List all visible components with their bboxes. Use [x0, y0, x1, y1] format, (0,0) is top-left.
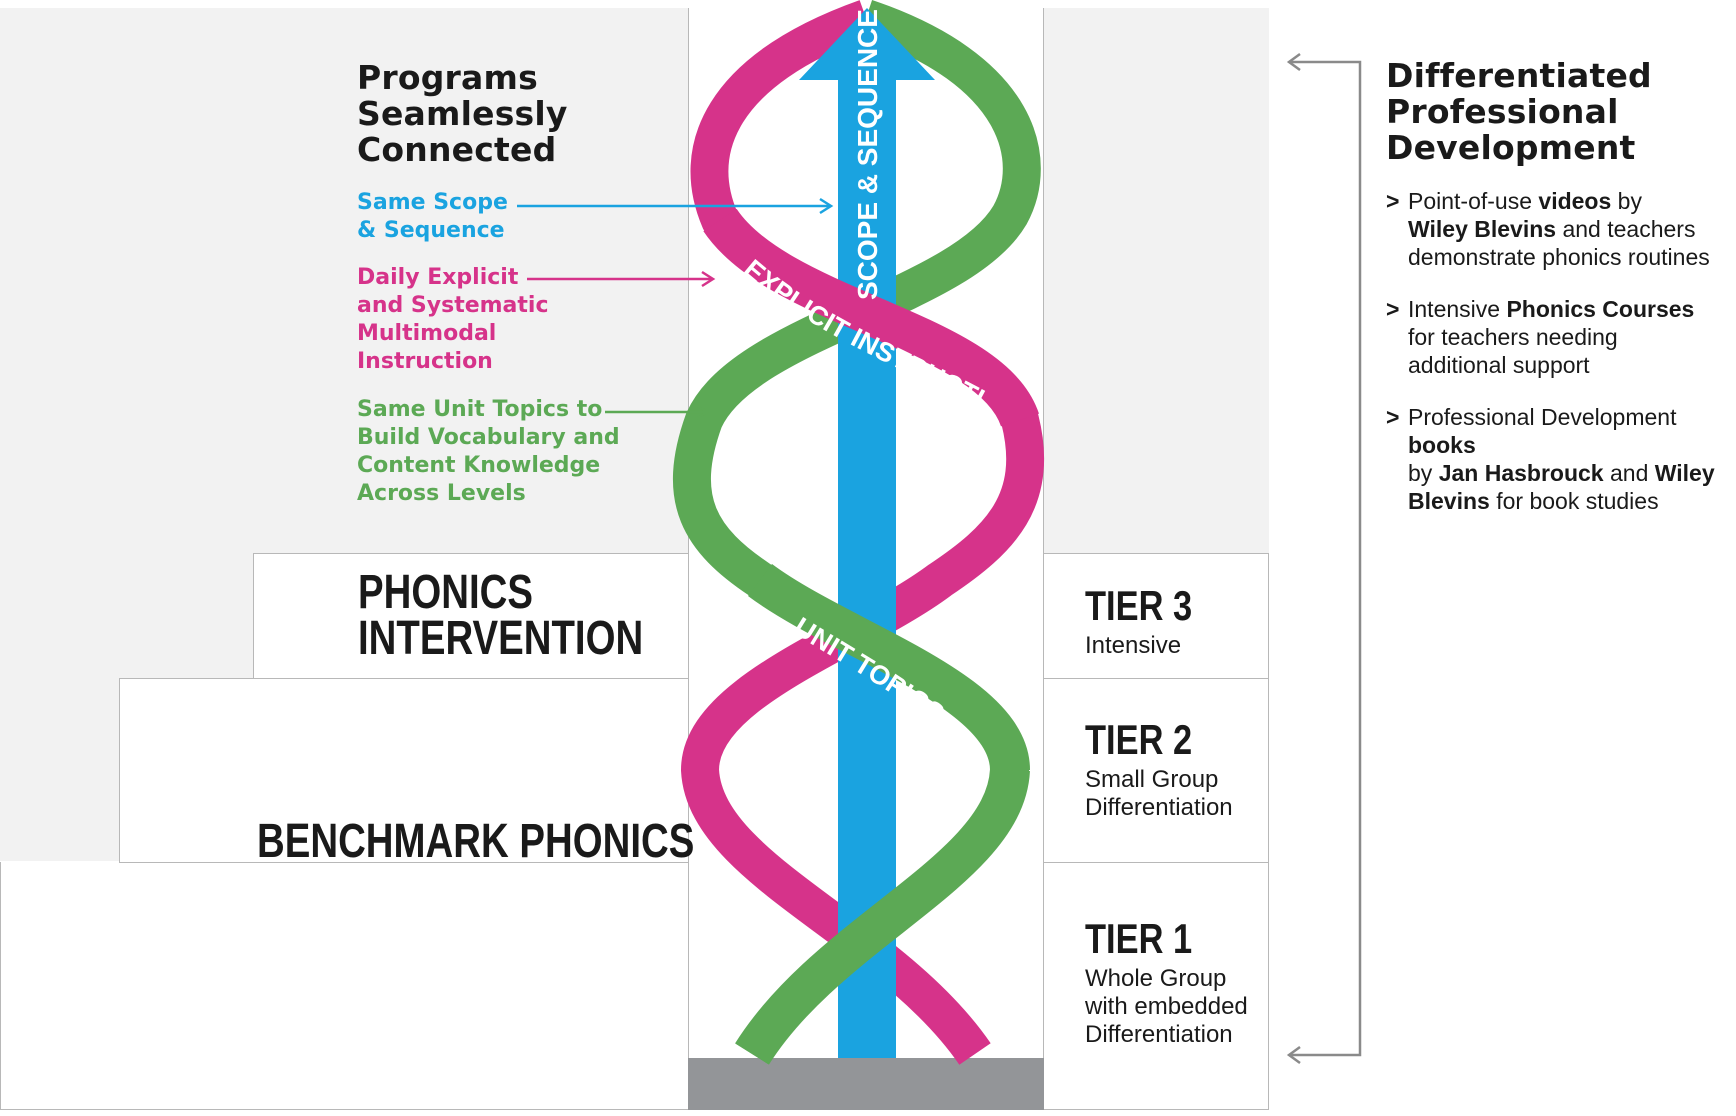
pd-text: additional support [1408, 352, 1590, 378]
tier-2-box [1043, 678, 1269, 863]
benchmark-seam-cover [1, 861, 119, 863]
pd-bullet-line: Professional Development books [1408, 403, 1731, 459]
tier-3-desc: Intensive [1085, 632, 1182, 659]
pd-bullet-line: by Jan Hasbrouck and Wiley [1408, 459, 1731, 487]
feature-explicit-instruction: Daily Explicit and Systematic Multimodal… [357, 265, 549, 374]
feature-scope-sequence: Same Scope & Sequence [357, 190, 508, 243]
scope-sequence-arrow [799, 8, 935, 1058]
pd-heading: Differentiated Professional Development [1386, 56, 1652, 167]
pink-strand-front-1 [703, 208, 1039, 428]
pd-bold-text: Wiley [1654, 460, 1715, 486]
pd-bullet-line: Wiley Blevins and teachers [1408, 215, 1731, 243]
green-strand-front-2 [735, 767, 1030, 1065]
tier-1-desc: Whole Group with embedded Differentiatio… [1085, 965, 1248, 1048]
benchmark-phonics-title: BENCHMARK PHONICS [257, 815, 695, 868]
pd-text: by [1408, 460, 1439, 486]
tier-2: TIER 2 Small Group Differentiation [1085, 716, 1265, 822]
pd-bullet-line: for teachers needing [1408, 323, 1731, 351]
tier-2-title: TIER 2 [1085, 716, 1193, 763]
pd-bullet-line: demonstrate phonics routines [1408, 243, 1731, 271]
pd-text: by [1611, 188, 1642, 214]
tier-3-title: TIER 3 [1085, 582, 1193, 629]
pd-text: for teachers needing [1408, 324, 1618, 350]
pd-text: for book studies [1489, 488, 1659, 514]
benchmark-box [0, 862, 689, 1110]
pd-text: Intensive [1408, 296, 1507, 322]
benchmark-upper-box [119, 678, 689, 863]
pd-bold-text: videos [1538, 188, 1612, 214]
pd-text: demonstrate phonics routines [1408, 244, 1710, 270]
pd-bold-text: Jan Hasbrouck [1438, 460, 1604, 486]
programs-heading: Programs Seamlessly Connected [357, 58, 568, 169]
tier-3-box [1043, 553, 1269, 679]
pd-bullet-line: Point-of-use videos by [1408, 187, 1731, 215]
pd-bracket [1286, 52, 1362, 1065]
tier-1: TIER 1 Whole Group with embedded Differe… [1085, 915, 1265, 1049]
tier-1-box [1043, 862, 1269, 1110]
feature-unit-topics: Same Unit Topics to Build Vocabulary and… [357, 397, 620, 506]
phonics-intervention-title: PHONICS INTERVENTION [358, 566, 644, 665]
phonics-intervention-box [253, 553, 689, 679]
pd-bold-text: Wiley Blevins [1408, 216, 1557, 242]
feature-connectors [517, 197, 834, 421]
background-right [1044, 8, 1269, 553]
pd-text: and teachers [1556, 216, 1696, 242]
pd-bullet-line: additional support [1408, 351, 1731, 379]
green-strand-front-1 [748, 563, 1030, 773]
helix-base [688, 1058, 1044, 1110]
pd-bold-text: books [1408, 432, 1476, 458]
pd-text: Professional Development [1408, 404, 1677, 430]
tier-2-desc: Small Group Differentiation [1085, 766, 1233, 821]
pd-bullet-line: Blevins for book studies [1408, 487, 1731, 515]
pd-bullet-line: Intensive Phonics Courses [1408, 295, 1731, 323]
tier-3: TIER 3 Intensive [1085, 582, 1265, 660]
pd-text: and [1603, 460, 1655, 486]
tier-1-title: TIER 1 [1085, 915, 1193, 962]
pd-bold-text: Blevins [1408, 488, 1490, 514]
pink-strand-back [680, 0, 1045, 1065]
pd-bold-text: Phonics Courses [1506, 296, 1695, 322]
scope-sequence-label: SCOPE & SEQUENCE [852, 9, 883, 300]
pd-text: Point-of-use [1408, 188, 1539, 214]
